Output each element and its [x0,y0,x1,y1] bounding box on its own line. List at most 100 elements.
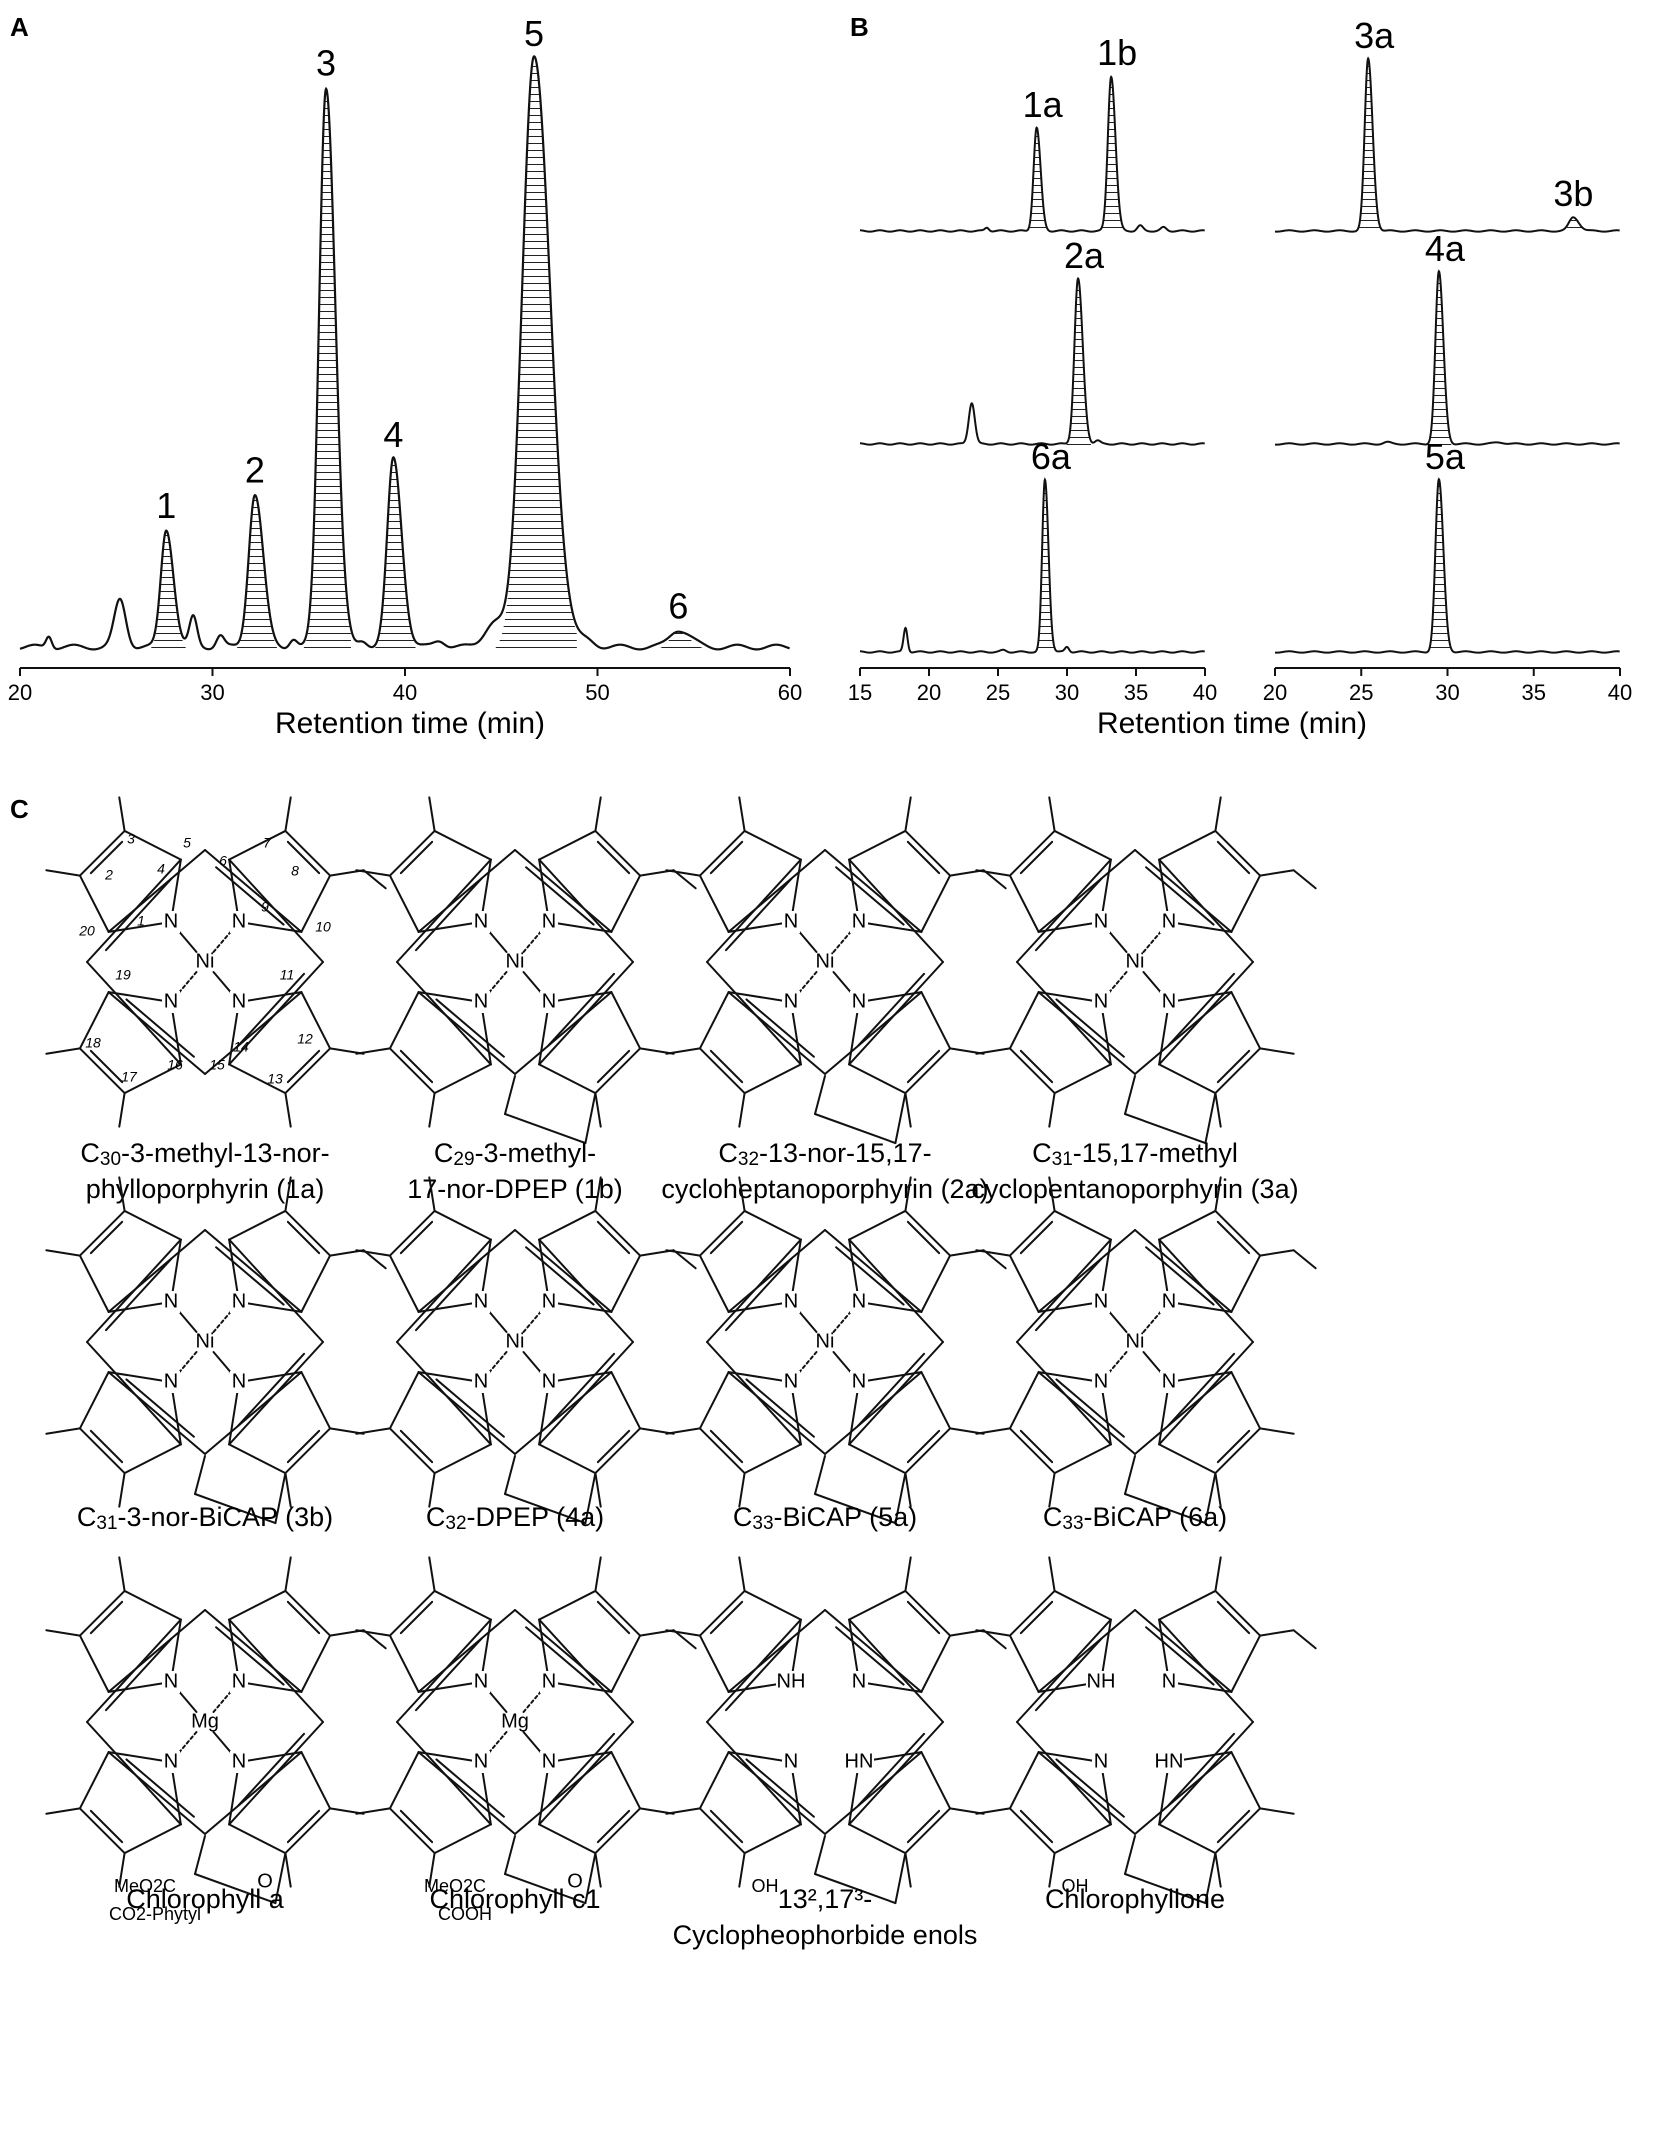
atom-bg [850,1671,868,1693]
metal-atom: Ni [1126,950,1145,972]
nitrogen-atom: N [474,1370,488,1392]
atom-bg [162,1751,180,1773]
bond [548,921,613,933]
bond [78,991,110,1050]
bond [824,1371,923,1455]
bond [1142,1309,1164,1333]
peak-label-1a: 1a [1023,84,1064,125]
bond [1216,1809,1251,1844]
nitrogen-atom: N [852,1290,866,1312]
nitrogen-atom: N [164,990,178,1012]
bond [610,1634,642,1693]
bond [300,1371,332,1430]
atom-bg [1086,1671,1116,1693]
bond [228,1443,287,1475]
bond [78,829,126,877]
bond [848,1589,907,1621]
metal-atom: Ni [196,1330,215,1352]
bond [107,991,206,1075]
peak-area-1 [149,532,186,650]
bond [982,1249,1007,1270]
bond [975,1427,1011,1435]
atom-bg [1160,911,1178,933]
bond [698,829,746,877]
substituent-label: OH [1062,1876,1089,1896]
bond [194,1835,206,1875]
bond [920,874,952,933]
bond [525,866,595,926]
substituent-label: OH [752,1876,779,1896]
bond [904,1472,912,1508]
atom-bg [850,1371,868,1393]
bond [86,1341,182,1446]
bond [920,991,952,1050]
formula-letter: C [426,1502,446,1532]
bond [706,961,802,1066]
bond [1214,1852,1222,1888]
bond [1016,858,1112,963]
bond [1216,1429,1251,1464]
bond [89,1049,124,1084]
bond [522,1731,544,1755]
nitrogen-atom: N [852,1370,866,1392]
bond [1124,1493,1207,1525]
bond [107,1609,206,1693]
atom-locant: 4 [157,861,165,877]
bond [1158,1823,1217,1855]
bond [514,1609,613,1693]
x-tick-label: 30 [1055,680,1079,705]
bond [548,1681,613,1693]
bond [355,1249,391,1257]
bond [724,1257,793,1332]
bond [610,1751,642,1810]
bond [796,1351,818,1375]
bond [596,1220,631,1255]
bond [894,1472,907,1525]
bond [1124,1075,1136,1115]
bond [594,829,642,877]
bond [284,1807,332,1855]
bond [538,1443,597,1475]
nitrogen-atom: N [164,1750,178,1772]
bond [982,869,1007,890]
atom-bg [1160,1371,1178,1393]
bond [538,1063,597,1095]
bond [104,877,173,952]
bond [824,991,923,1075]
bond [848,1063,907,1095]
bond [274,1472,287,1525]
bond [894,1092,907,1145]
formula-letter: C [434,1138,454,1168]
bond [428,1852,436,1888]
bond [706,1238,802,1343]
molecule-name-0: C30-3-methyl-13-nor- [80,1138,329,1170]
bond [709,1049,744,1084]
bond [1034,877,1103,952]
bond [399,1429,434,1464]
atom-locant: 1 [137,913,145,929]
nitrogen-atom: N [474,1750,488,1772]
bond [362,1249,387,1270]
molecule-name-line2-3: cyclopentanoporphyrin (3a) [971,1174,1298,1204]
atom-bg [1160,991,1178,1013]
bond [975,1629,1011,1637]
bond [1106,929,1128,953]
bond [486,1309,508,1333]
bond [1158,1589,1217,1621]
bond [1048,1472,1056,1508]
bond [727,849,826,933]
bond [814,1835,826,1875]
atom-locant: 13 [267,1071,283,1087]
nitrogen-atom: N [784,1370,798,1392]
x-tick-label: 40 [1608,680,1632,705]
substituent-label: MeO2C [114,1876,176,1896]
atom-bg [782,1371,800,1393]
bond [1259,1249,1295,1257]
bond [194,1493,277,1525]
bond [417,991,516,1075]
bond [594,1589,642,1637]
peak-label-6: 6 [668,585,688,626]
bond [284,796,292,832]
bond [89,1809,124,1844]
bond [388,874,420,933]
